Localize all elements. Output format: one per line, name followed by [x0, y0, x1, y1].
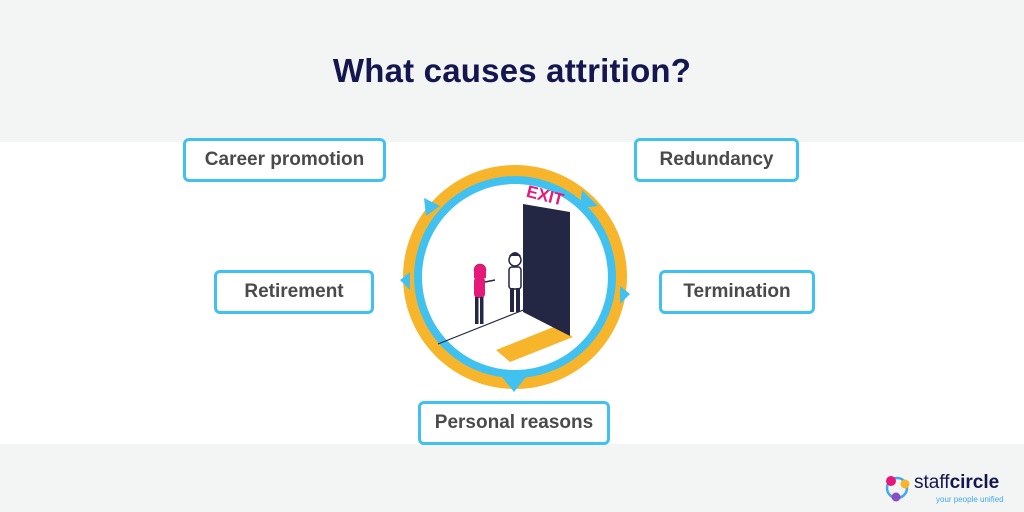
exit-door: [523, 204, 570, 336]
logo-word-bold: circle: [949, 472, 1000, 493]
logo-wordmark: staffcircle: [914, 472, 999, 494]
cause-box-career-promotion: Career promotion: [183, 138, 386, 182]
cause-label: Retirement: [244, 281, 344, 302]
staffcircle-logo: staffcircle your people unified: [880, 470, 1020, 506]
cause-box-personal-reasons: Personal reasons: [418, 401, 610, 445]
logo-word-light: staff: [914, 472, 950, 493]
cause-label: Redundancy: [659, 149, 774, 170]
cause-box-termination: Termination: [659, 270, 815, 314]
logo-tagline: your people unified: [936, 495, 1004, 504]
cause-label: Career promotion: [204, 149, 365, 170]
ring-arrow-markers: [400, 190, 630, 392]
exit-door-hub-illustration: EXIT: [400, 165, 630, 392]
header-band: [0, 0, 1024, 142]
person-man-figure: [508, 252, 522, 312]
person-woman-figure: [473, 263, 496, 324]
cause-box-redundancy: Redundancy: [634, 138, 799, 182]
exit-pathway: [496, 326, 573, 362]
staffcircle-logo-icon: [885, 476, 910, 502]
cause-label: Personal reasons: [434, 412, 594, 433]
cause-box-retirement: Retirement: [214, 270, 374, 314]
footer-band: [0, 444, 1024, 512]
page-title: What causes attrition?: [332, 52, 692, 89]
cause-label: Termination: [683, 281, 791, 302]
